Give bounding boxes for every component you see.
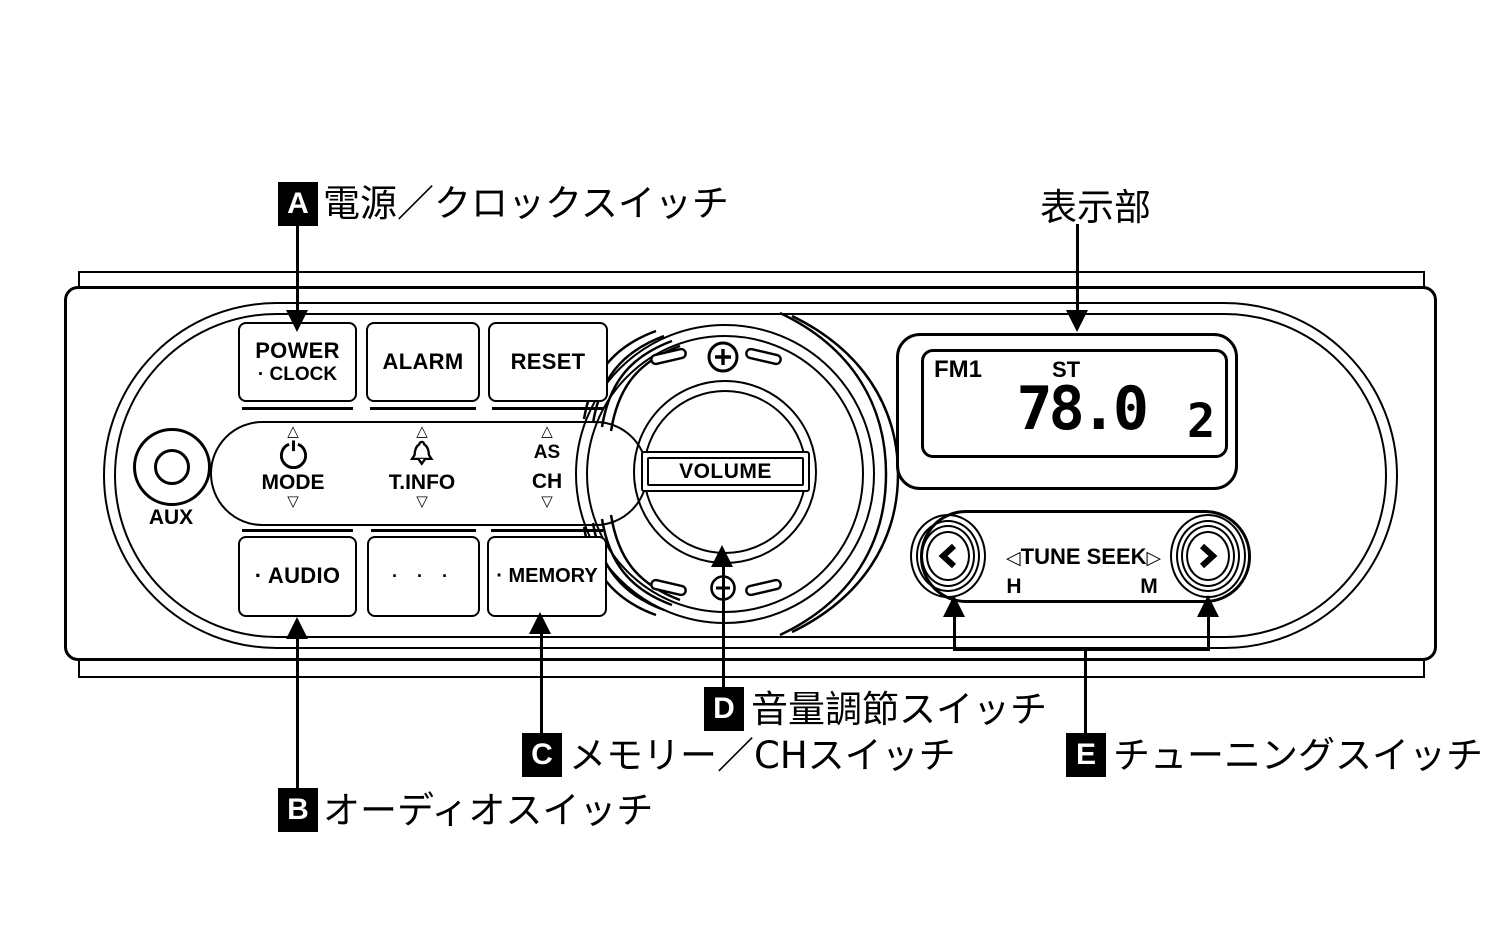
as-ch-switch[interactable]: △ AS CH ▽ xyxy=(532,424,562,509)
down-triangle-mark: ▽ xyxy=(287,492,299,510)
callout-e-horizontal-line xyxy=(952,648,1210,651)
power-standby-icon xyxy=(279,440,307,470)
aux-label: AUX xyxy=(148,506,194,529)
callout-a-label: 電源／クロックスイッチ xyxy=(323,182,729,225)
as-label: AS xyxy=(533,442,561,463)
power-clock-button-sublabel: · CLOCK xyxy=(257,363,338,385)
ch-label: CH xyxy=(531,470,563,493)
button-ledge xyxy=(492,407,604,410)
callout-a-line xyxy=(295,226,299,312)
callout-e-left-arrowhead xyxy=(943,595,965,617)
power-clock-button[interactable]: POWER · CLOCK xyxy=(238,322,357,402)
alarm-button[interactable]: ALARM xyxy=(366,322,480,402)
callout-b-marker: B xyxy=(278,788,318,832)
callout-e-right-arrowhead xyxy=(1197,595,1219,617)
audio-button-label: · AUDIO xyxy=(254,563,341,589)
tune-down-cap xyxy=(926,531,970,581)
button-ledge xyxy=(491,529,603,532)
display-callout-label: 表示部 xyxy=(1040,186,1151,229)
callout-c-line xyxy=(539,630,543,733)
band-indicator: FM1 xyxy=(934,356,982,383)
callout-e-stem xyxy=(1084,650,1087,733)
audio-button[interactable]: · AUDIO xyxy=(238,536,357,617)
callout-a-arrowhead xyxy=(286,310,308,332)
tune-up-ring xyxy=(1181,525,1235,587)
unlabeled-button-dots: · · · xyxy=(392,566,455,587)
down-triangle-mark: ▽ xyxy=(541,492,553,510)
button-ledge xyxy=(370,407,476,410)
callout-e-left-line xyxy=(952,613,956,651)
chassis-bottom-edge xyxy=(78,659,1425,678)
chevron-right-icon xyxy=(1199,543,1218,569)
volume-label-bar-inner: VOLUME xyxy=(647,457,804,486)
display-callout-arrowhead xyxy=(1066,310,1088,332)
button-ledge xyxy=(242,529,353,532)
stereo-indicator: ST xyxy=(1052,357,1081,382)
volume-label-bar: VOLUME xyxy=(641,451,810,492)
callout-d-arrowhead xyxy=(711,545,733,567)
tune-down-ring xyxy=(916,520,980,592)
callout-e-label: チューニングスイッチ xyxy=(1113,734,1483,777)
chevron-left-icon xyxy=(938,543,957,569)
tune-left-triangle: ◁ xyxy=(1006,547,1021,569)
reset-button[interactable]: RESET xyxy=(488,322,608,402)
tinfo-label: T.INFO xyxy=(388,471,456,494)
lcd-display: FM1 ST 78.0 2 xyxy=(921,349,1228,458)
callout-c-arrowhead xyxy=(529,612,551,634)
seek-right-triangle: ▷ xyxy=(1146,547,1162,569)
preset-readout: 2 xyxy=(1187,394,1216,449)
frequency-readout: 78.0 xyxy=(1016,374,1150,444)
control-bezel-outer xyxy=(103,302,1398,649)
tune-down-ring xyxy=(921,525,975,587)
callout-b-line xyxy=(295,635,299,788)
callout-c-label: メモリー／CHスイッチ xyxy=(569,734,956,777)
callout-e-right-line xyxy=(1206,613,1210,651)
tune-seek-text: TUNE SEEK xyxy=(1020,544,1147,569)
control-bezel-inner xyxy=(114,313,1387,638)
tune-step-m-label: M xyxy=(1140,575,1158,598)
aux-jack[interactable] xyxy=(133,428,211,506)
aux-jack-hole xyxy=(154,449,190,485)
callout-e-marker: E xyxy=(1066,733,1106,777)
alarm-bell-icon xyxy=(410,440,434,466)
up-triangle-mark: △ xyxy=(287,422,299,440)
volume-label: VOLUME xyxy=(679,459,772,483)
memory-button[interactable]: · MEMORY xyxy=(487,536,607,617)
mode-switch[interactable]: △ MODE ▽ xyxy=(262,424,325,509)
tune-step-h-label: H xyxy=(1006,575,1022,598)
callout-d-marker: D xyxy=(704,687,744,731)
memory-button-label: · MEMORY xyxy=(496,565,598,588)
callout-d-line xyxy=(721,563,725,687)
unlabeled-button[interactable]: · · · xyxy=(367,536,480,617)
tune-seek-label: ◁TUNE SEEK▷ xyxy=(1006,544,1161,569)
reset-button-label: RESET xyxy=(510,348,586,374)
callout-d-label: 音量調節スイッチ xyxy=(751,688,1047,731)
callout-a-marker: A xyxy=(278,182,318,226)
tune-up-cap xyxy=(1186,531,1230,581)
callout-b-label: オーディオスイッチ xyxy=(323,789,654,832)
callout-b-arrowhead xyxy=(286,617,308,639)
tinfo-switch[interactable]: △ T.INFO ▽ xyxy=(389,424,456,509)
mode-label: MODE xyxy=(261,471,325,494)
display-callout-line xyxy=(1075,224,1079,312)
alarm-button-label: ALARM xyxy=(382,348,464,374)
power-clock-button-label: POWER xyxy=(255,338,340,364)
button-ledge xyxy=(371,529,476,532)
up-triangle-mark: △ xyxy=(416,422,428,440)
callout-c-marker: C xyxy=(522,733,562,777)
up-triangle-mark: △ xyxy=(541,422,553,440)
button-ledge xyxy=(242,407,353,410)
tune-up-ring xyxy=(1176,520,1240,592)
down-triangle-mark: ▽ xyxy=(416,492,428,510)
